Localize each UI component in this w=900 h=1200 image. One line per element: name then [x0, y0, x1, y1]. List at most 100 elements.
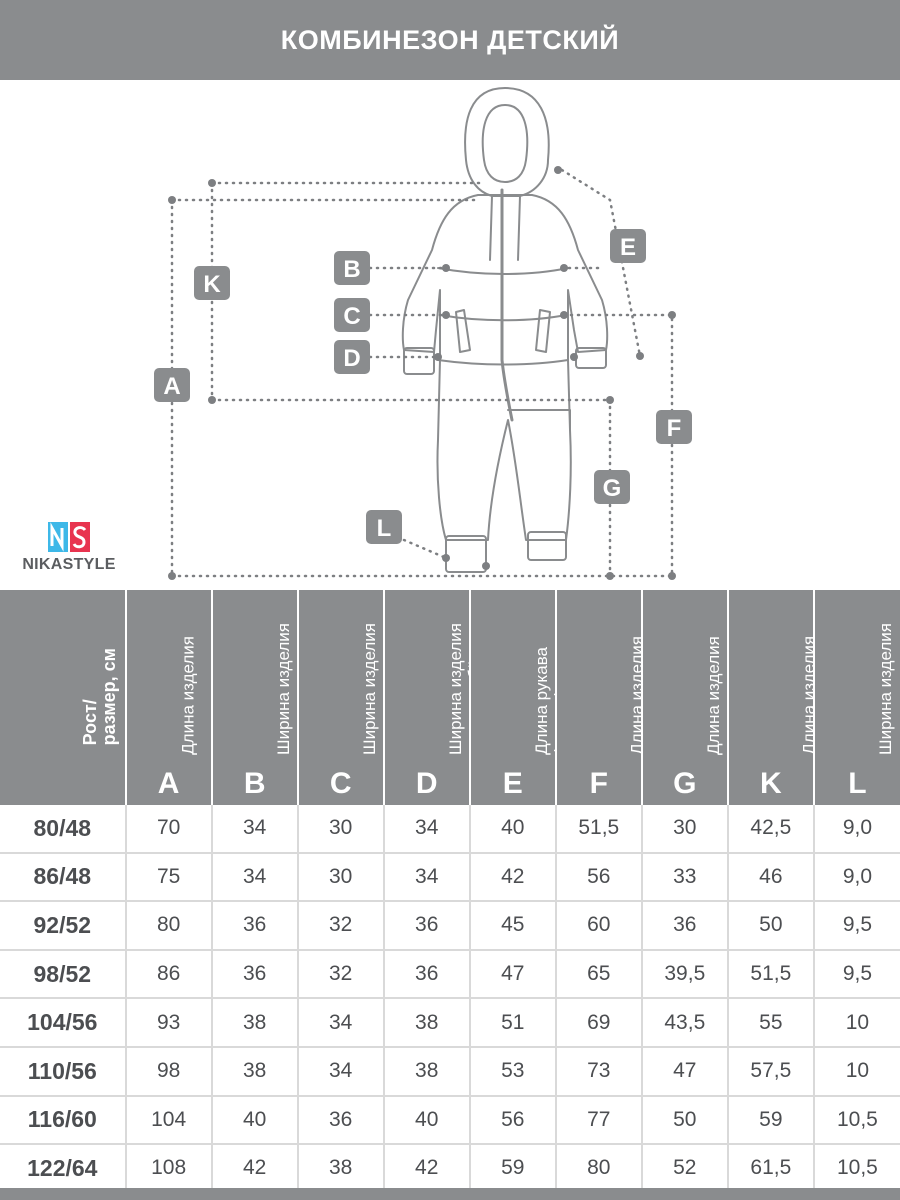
brand-name: NIKASTYLE [22, 556, 116, 573]
measure-cell: 45 [468, 901, 556, 951]
measure-cell: 51,5 [726, 949, 814, 1000]
column-header-size: Рост/ размер, см [0, 590, 126, 805]
measure-cell: 43,5 [640, 998, 728, 1048]
measure-cell: 86 [124, 949, 212, 1000]
measure-cell: 98 [124, 1046, 212, 1097]
measure-cell: 56 [468, 1095, 556, 1146]
size-cell: 80/48 [0, 805, 126, 854]
measure-cell: 69 [554, 998, 642, 1048]
svg-text:L: L [377, 515, 392, 542]
column-header-g: Длина изделия по шаговому швуG [640, 590, 742, 805]
measure-cell: 70 [124, 805, 212, 854]
measure-cell: 42 [382, 1144, 470, 1194]
measure-cell: 50 [726, 901, 814, 951]
measure-cell: 36 [382, 901, 470, 951]
measure-cell: 34 [296, 998, 384, 1048]
measure-cell: 39,5 [640, 949, 728, 1000]
measure-cell: 32 [296, 949, 384, 1000]
svg-text:K: K [203, 271, 221, 298]
badge-g: G [594, 470, 630, 504]
measure-cell: 93 [124, 998, 212, 1048]
measure-cell: 36 [210, 901, 298, 951]
size-cell: 110/56 [0, 1046, 126, 1097]
measure-cell: 42,5 [726, 805, 814, 854]
svg-text:G: G [603, 475, 622, 502]
measure-cell: 36 [296, 1095, 384, 1146]
title-bar: КОМБИНЕЗОН ДЕТСКИЙ [0, 0, 900, 80]
column-header-c: Ширина изделия по линии талииC [296, 590, 398, 805]
column-header-b: Ширина изделия по линии грудиB [210, 590, 312, 805]
measure-cell: 10,5 [812, 1144, 900, 1194]
measure-cell: 34 [382, 852, 470, 903]
svg-text:B: B [343, 256, 360, 283]
badge-a: A [154, 368, 190, 402]
measure-cell: 46 [726, 852, 814, 903]
measure-cell: 9,5 [812, 949, 900, 1000]
size-cell: 86/48 [0, 852, 126, 903]
measure-cell: 60 [554, 901, 642, 951]
measure-cell: 34 [296, 1046, 384, 1097]
measure-cell: 38 [296, 1144, 384, 1194]
measure-cell: 73 [554, 1046, 642, 1097]
column-header-f: Длина изделия по боковому шву от талииF [554, 590, 684, 805]
measure-points [168, 166, 676, 580]
measure-cell: 36 [382, 949, 470, 1000]
measure-cell: 32 [296, 901, 384, 951]
measure-cell: 56 [554, 852, 642, 903]
measure-cell: 80 [124, 901, 212, 951]
measure-cell: 55 [726, 998, 814, 1048]
measure-cell: 51,5 [554, 805, 642, 854]
badge-c: C [334, 298, 370, 332]
svg-text:A: A [163, 373, 180, 400]
measure-cell: 59 [468, 1144, 556, 1194]
measure-cell: 53 [468, 1046, 556, 1097]
page-title: КОМБИНЕЗОН ДЕТСКИЙ [280, 24, 620, 55]
measure-cell: 30 [296, 852, 384, 903]
measure-cell: 40 [210, 1095, 298, 1146]
body-outline [401, 194, 609, 541]
badge-e: E [610, 229, 646, 263]
garment-diagram: A K B C D E F G L [0, 80, 900, 590]
measure-cell: 38 [382, 1046, 470, 1097]
measure-cell: 47 [468, 949, 556, 1000]
nikastyle-logo-icon [48, 522, 90, 552]
measure-cell: 10,5 [812, 1095, 900, 1146]
size-cell: 116/60 [0, 1095, 126, 1146]
measure-cell: 40 [382, 1095, 470, 1146]
measure-cell: 38 [210, 998, 298, 1048]
measure-cell: 10 [812, 1046, 900, 1097]
measure-cell: 40 [468, 805, 556, 854]
measure-cell: 34 [210, 852, 298, 903]
brand-logo: NIKASTYLE [14, 522, 124, 574]
badge-l: L [366, 510, 402, 544]
measure-cell: 34 [210, 805, 298, 854]
measure-cell: 34 [382, 805, 470, 854]
measure-cell: 59 [726, 1095, 814, 1146]
column-header-e: Длина рукава (реглан)E [468, 590, 570, 805]
size-cell: 122/64 [0, 1144, 126, 1194]
column-header-k: Длина изделия от верха стойки до шаговог… [726, 590, 856, 805]
svg-text:F: F [667, 415, 682, 442]
svg-text:E: E [620, 234, 636, 261]
measure-cell: 9,0 [812, 852, 900, 903]
measure-cell: 75 [124, 852, 212, 903]
measure-cell: 80 [554, 1144, 642, 1194]
measure-cell: 57,5 [726, 1046, 814, 1097]
measure-cell: 30 [296, 805, 384, 854]
badge-k: K [194, 266, 230, 300]
measure-cell: 104 [124, 1095, 212, 1146]
measure-cell: 38 [382, 998, 470, 1048]
badge-b: B [334, 251, 370, 285]
